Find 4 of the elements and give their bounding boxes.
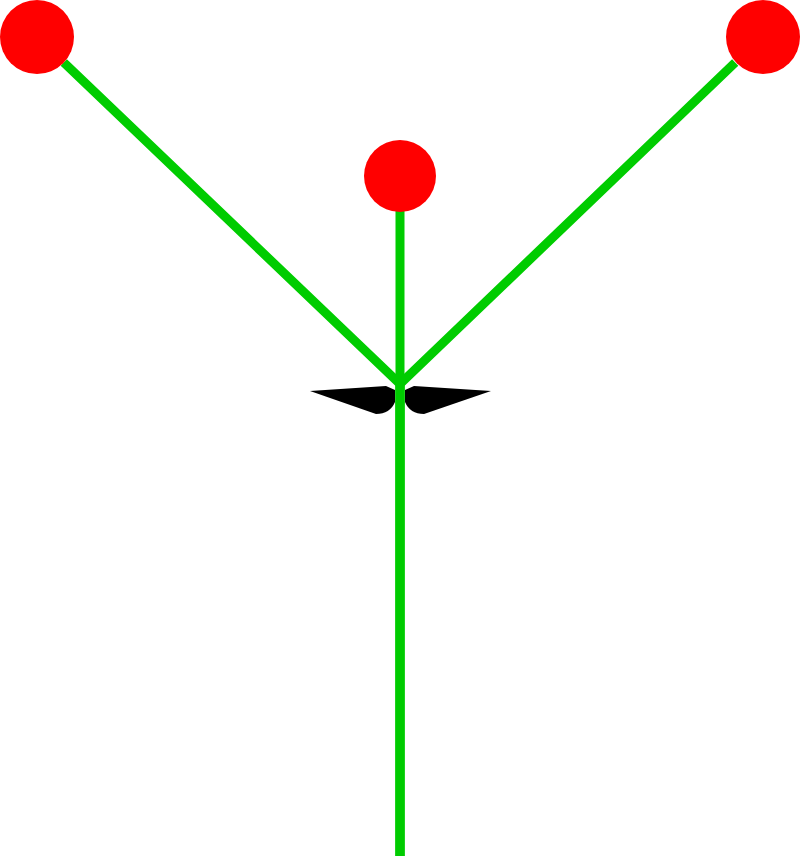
node-dot xyxy=(725,0,799,74)
node-dot xyxy=(0,0,74,74)
connector-line xyxy=(395,59,739,856)
node-dot xyxy=(364,139,436,211)
